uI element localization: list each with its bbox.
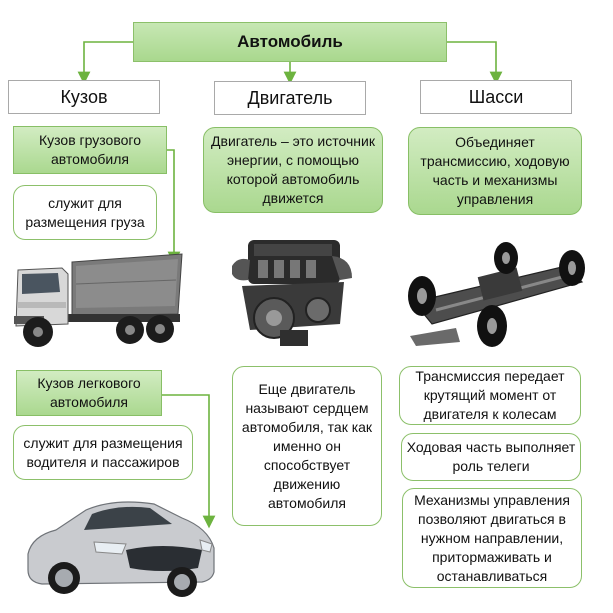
dump-truck-image bbox=[14, 253, 183, 347]
connector-car bbox=[162, 394, 216, 529]
truck-body-note: служит для размещения груза bbox=[13, 185, 157, 240]
engine-image bbox=[232, 240, 352, 346]
category-chassis: Шасси bbox=[420, 80, 572, 114]
connector-root-chassis bbox=[447, 41, 503, 85]
transmission-note: Трансмиссия передает крутящий момент от … bbox=[399, 366, 581, 425]
category-engine: Двигатель bbox=[214, 81, 366, 115]
chassis-description: Объединяет трансмиссию, ходовую часть и … bbox=[408, 127, 582, 215]
truck-body-title: Кузов грузового автомобиля bbox=[13, 126, 167, 174]
chassis-image bbox=[408, 242, 585, 347]
connector-root-kuzov bbox=[77, 41, 133, 85]
category-kuzov: Кузов bbox=[8, 80, 160, 114]
root-node: Автомобиль bbox=[133, 22, 447, 62]
engine-note: Еще двигатель называют сердцем автомобил… bbox=[232, 366, 382, 526]
connector-truck bbox=[167, 149, 181, 265]
sedan-car-image bbox=[27, 501, 215, 597]
running-gear-note: Ходовая часть выполняет роль телеги bbox=[401, 433, 581, 481]
engine-description: Двигатель – это источник энергии, с помо… bbox=[203, 127, 383, 213]
car-body-note: служит для размещения водителя и пассажи… bbox=[13, 425, 193, 480]
car-body-title: Кузов легкового автомобиля bbox=[16, 370, 162, 416]
steering-note: Механизмы управления позволяют двигаться… bbox=[402, 488, 582, 588]
